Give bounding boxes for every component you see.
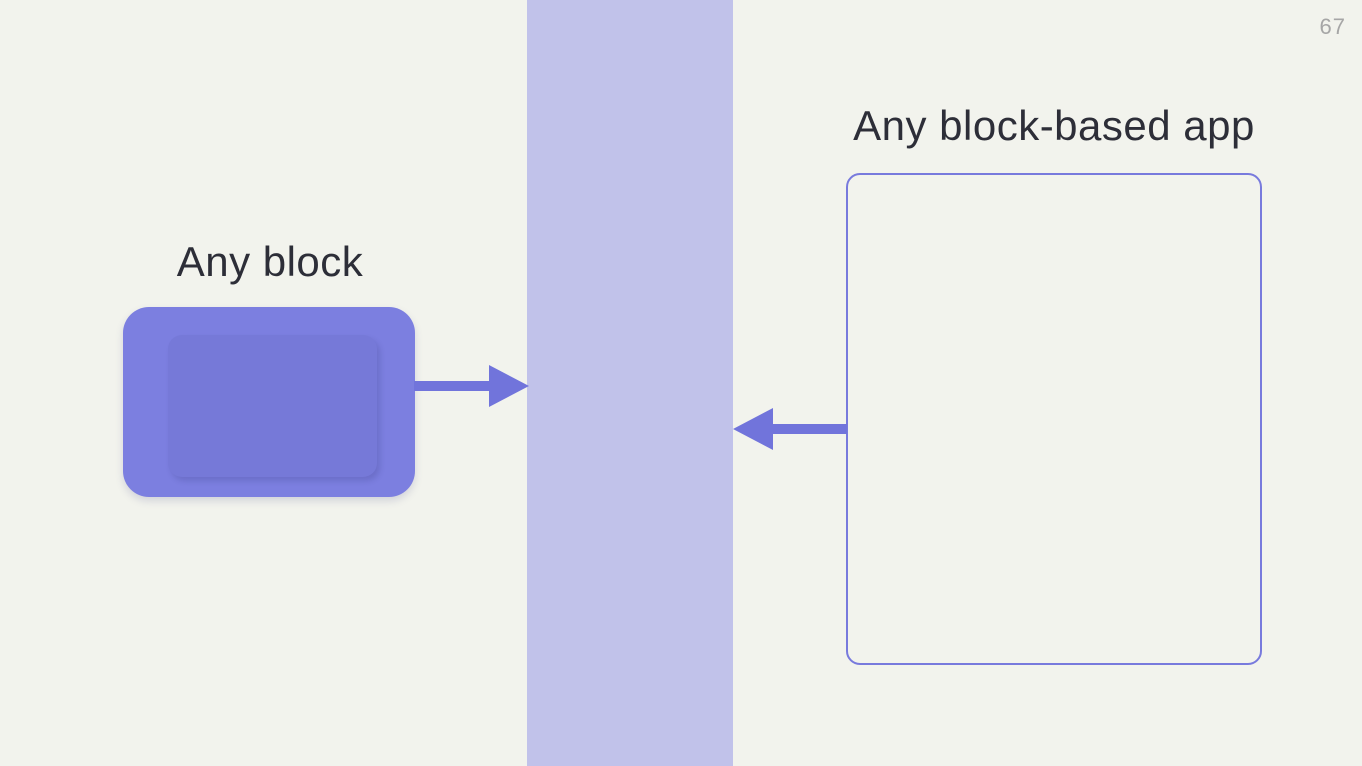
arrow-left-shaft (769, 424, 847, 434)
arrow-right-shaft (414, 381, 492, 391)
interop-band (527, 0, 733, 766)
block-inner-shape (168, 335, 377, 477)
any-block-based-app-label: Any block-based app (853, 102, 1255, 149)
page-number: 67 (1319, 14, 1346, 39)
arrow-left-head (733, 408, 773, 450)
block-shape (123, 307, 415, 497)
app-outline-box (846, 173, 1262, 665)
any-block-label: Any block (176, 238, 364, 285)
arrow-right-head (489, 365, 529, 407)
